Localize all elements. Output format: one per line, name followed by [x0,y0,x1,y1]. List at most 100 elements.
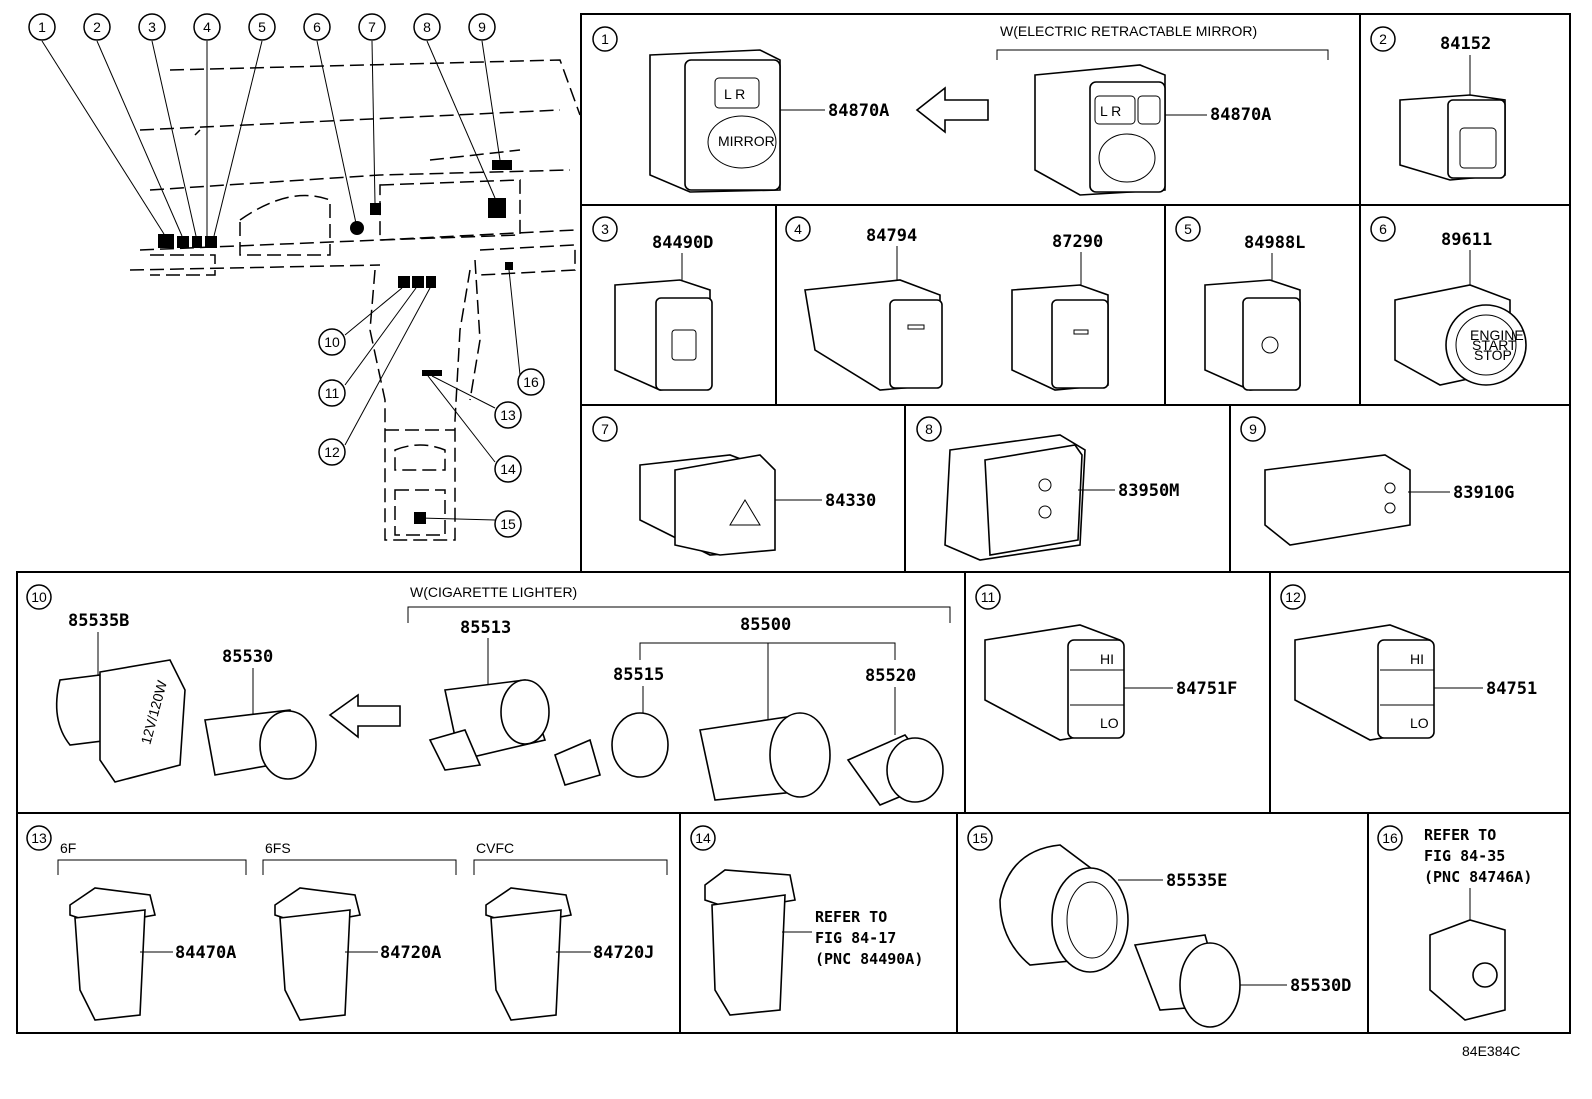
svg-text:15: 15 [972,830,988,846]
switch-84490A[interactable] [704,869,796,1016]
panel-11: 11 HI LO 84751F [975,584,1237,741]
part-84870A-right: 84870A [1210,105,1271,125]
panel-14-number: 14 [690,825,716,851]
svg-text:9: 9 [478,19,486,35]
svg-text:6: 6 [313,19,321,35]
panel-12: 12 HI LO 84751 [1280,584,1537,741]
panel-16: 16 REFER TO FIG 84-35 (PNC 84746A) [1377,825,1532,1021]
callout-4[interactable]: 4 [193,13,221,41]
svg-text:85535E: 85535E [1166,871,1227,891]
svg-text:85535B: 85535B [68,611,129,631]
switch-84152[interactable] [1399,94,1506,181]
svg-text:8: 8 [925,421,933,437]
svg-text:84751F: 84751F [1176,679,1237,699]
svg-text:10: 10 [324,334,340,350]
panel-7-number: 7 [592,416,618,442]
arrow-left-icon [328,693,401,739]
panel-12-number: 12 [1280,584,1306,610]
svg-text:START: START [1472,337,1517,353]
callout-9[interactable]: 9 [468,13,496,41]
seat-heater-switch-84751[interactable]: HI LO [1294,624,1435,741]
callout-3[interactable]: 3 [138,13,166,41]
callout-12[interactable]: 12 [318,438,346,466]
switch-84470A[interactable] [69,887,156,1021]
panel-5: 5 84988L [1175,216,1305,391]
svg-text:85520: 85520 [865,666,916,686]
hazard-switch[interactable] [639,454,776,556]
seat-heater-switch-84751F[interactable]: HI LO [984,624,1125,741]
switch-83950M[interactable] [944,434,1086,561]
panel-3: 3 84490D [592,216,713,391]
svg-text:84470A: 84470A [175,943,236,963]
callout-16[interactable]: 16 [517,368,545,396]
callout-5[interactable]: 5 [248,13,276,41]
switch-87290[interactable] [1011,284,1109,391]
svg-text:10: 10 [31,589,47,605]
callout-11[interactable]: 11 [318,379,346,407]
switch-84794[interactable] [804,279,943,391]
mirror-switch-right[interactable]: L R [1034,64,1166,196]
panel-7: 7 84330 [592,416,876,556]
svg-text:HI: HI [1100,651,1114,667]
switch-84746A[interactable] [1429,919,1506,1021]
svg-text:2: 2 [93,19,101,35]
mirror-switch-left[interactable]: L R MIRROR [649,49,781,193]
dashboard-overview: 1 2 3 4 5 6 7 8 9 10 11 12 13 14 15 16 [28,13,581,541]
svg-text:ENGINE: ENGINE [1470,327,1524,343]
engine-start-button[interactable]: ENGINE START STOP [1394,284,1527,386]
callout-2[interactable]: 2 [83,13,111,41]
svg-text:8: 8 [423,19,431,35]
svg-text:5: 5 [258,19,266,35]
power-outlet-cap[interactable]: 12V/120W [55,659,186,783]
svg-text:6FS: 6FS [265,840,291,856]
svg-text:1: 1 [38,19,46,35]
svg-text:4: 4 [203,19,211,35]
callout-7[interactable]: 7 [358,13,386,41]
callout-14[interactable]: 14 [494,455,522,483]
svg-text:(PNC 84490A): (PNC 84490A) [815,950,923,968]
callout-1[interactable]: 1 [28,13,56,41]
socket-85530[interactable] [204,709,317,780]
svg-text:1: 1 [601,31,609,47]
svg-text:12: 12 [324,444,340,460]
lighter-85520[interactable] [846,734,944,806]
svg-text:16: 16 [1382,830,1398,846]
svg-text:14: 14 [695,830,711,846]
switch-84988L[interactable] [1204,279,1301,391]
arrow-left-icon [915,86,989,134]
panel-4-number: 4 [785,216,811,242]
panel-16-number: 16 [1377,825,1403,851]
switch-84720A[interactable] [274,887,361,1021]
switch-83910G[interactable] [1264,454,1411,546]
socket-85530D[interactable] [1133,934,1241,1028]
callout-8[interactable]: 8 [413,13,441,41]
svg-text:84988L: 84988L [1244,233,1305,253]
svg-text:9: 9 [1249,421,1257,437]
callout-15[interactable]: 15 [494,510,522,538]
svg-text:84490D: 84490D [652,233,713,253]
variant-label: W(CIGARETTE LIGHTER) [410,584,577,600]
callout-6[interactable]: 6 [303,13,331,41]
panel-3-number: 3 [592,216,618,242]
socket-85515[interactable] [554,712,669,786]
socket-85513[interactable] [428,679,550,771]
panel-6-number: 6 [1370,216,1396,242]
callout-13[interactable]: 13 [494,401,522,429]
svg-text:84720A: 84720A [380,943,441,963]
panel-2: 2 84152 [1370,26,1506,181]
lighter-socket-85500[interactable] [699,712,831,801]
svg-text:83950M: 83950M [1118,481,1179,501]
svg-text:5: 5 [1184,221,1192,237]
power-outlet-85535E[interactable] [999,844,1129,973]
panel-4: 4 84794 87290 [785,216,1109,391]
svg-text:4: 4 [794,221,802,237]
switch-84720J[interactable] [485,887,572,1021]
svg-text:6: 6 [1379,221,1387,237]
panel-15: 15 85535E 85530D [967,825,1351,1028]
svg-text:89611: 89611 [1441,230,1492,250]
callout-10[interactable]: 10 [318,328,346,356]
panel-5-number: 5 [1175,216,1201,242]
switch-84490D[interactable] [614,279,713,391]
svg-text:84152: 84152 [1440,34,1491,54]
svg-text:85515: 85515 [613,665,664,685]
